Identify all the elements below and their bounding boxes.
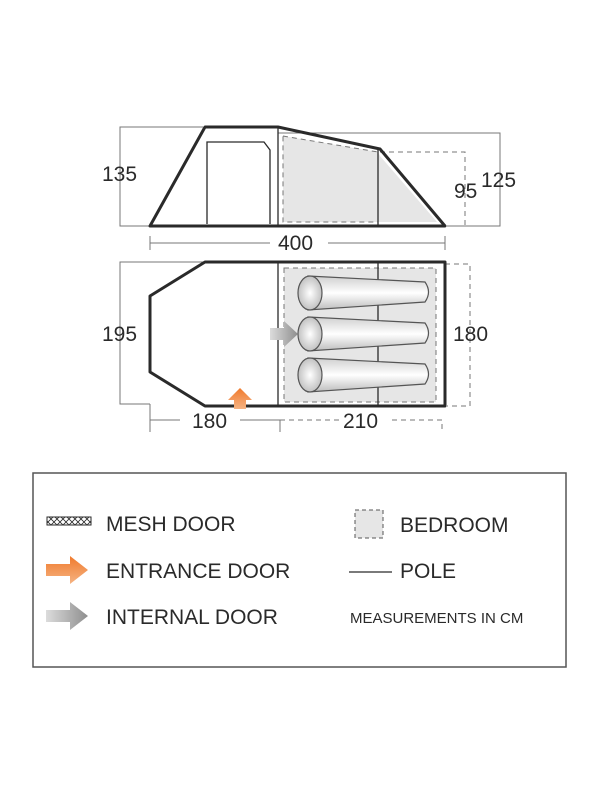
legend-label-mesh-door: MESH DOOR: [106, 513, 236, 536]
floor-plan: 195 180 180 210: [102, 260, 488, 433]
bedroom-swatch-icon: [354, 509, 384, 539]
side-view: 135 95 125 400: [102, 125, 516, 255]
floor-bedroom-length-label: 210: [343, 410, 378, 433]
side-door-panel: [206, 141, 271, 224]
floor-width-left-label: 195: [102, 323, 137, 346]
internal-door-arrow-icon: [270, 321, 298, 347]
legend-item-mesh-door: MESH DOOR: [46, 513, 236, 536]
sleeping-bags: [297, 275, 430, 393]
sleeping-bag: [297, 275, 430, 311]
side-length-label: 400: [278, 232, 313, 255]
side-bedroom-area-rear: [378, 152, 437, 222]
legend-label-pole: POLE: [400, 560, 456, 583]
side-height-right-label: 125: [481, 169, 516, 192]
mesh-door-icon: [46, 516, 92, 526]
side-bedroom-area: [282, 135, 379, 223]
measurements-note: MEASUREMENTS IN CM: [350, 610, 523, 627]
sleeping-bag: [297, 316, 430, 352]
entrance-door-legend-icon: [46, 556, 88, 584]
sleeping-bag: [297, 357, 430, 393]
floor-dimension-lines: [119, 261, 471, 432]
legend: MESH DOOR ENTRANCE DOOR INTERNAL DOOR BE…: [32, 472, 567, 668]
legend-item-internal-door: INTERNAL DOOR: [46, 602, 278, 630]
legend-item-entrance-door: ENTRANCE DOOR: [46, 556, 290, 584]
floor-porch-length-label: 180: [192, 410, 227, 433]
side-height-left-label: 135: [102, 163, 137, 186]
entrance-door-arrow-icon: [228, 388, 252, 409]
legend-frame: [32, 472, 567, 668]
floor-tent-outline: [148, 260, 447, 408]
legend-item-bedroom: BEDROOM: [354, 509, 509, 539]
floor-width-right-label: 180: [453, 323, 488, 346]
side-height-inner-label: 95: [454, 180, 477, 203]
side-dimension-lines: [119, 126, 501, 250]
legend-label-entrance-door: ENTRANCE DOOR: [106, 560, 290, 583]
legend-item-pole: POLE: [349, 560, 456, 583]
legend-label-internal-door: INTERNAL DOOR: [106, 606, 278, 629]
internal-door-legend-icon: [46, 602, 88, 630]
legend-label-bedroom: BEDROOM: [400, 514, 509, 537]
